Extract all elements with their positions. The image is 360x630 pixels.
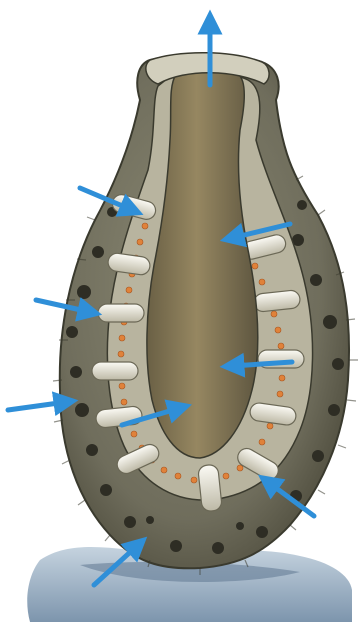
inflow-arrow-icon <box>8 402 66 410</box>
